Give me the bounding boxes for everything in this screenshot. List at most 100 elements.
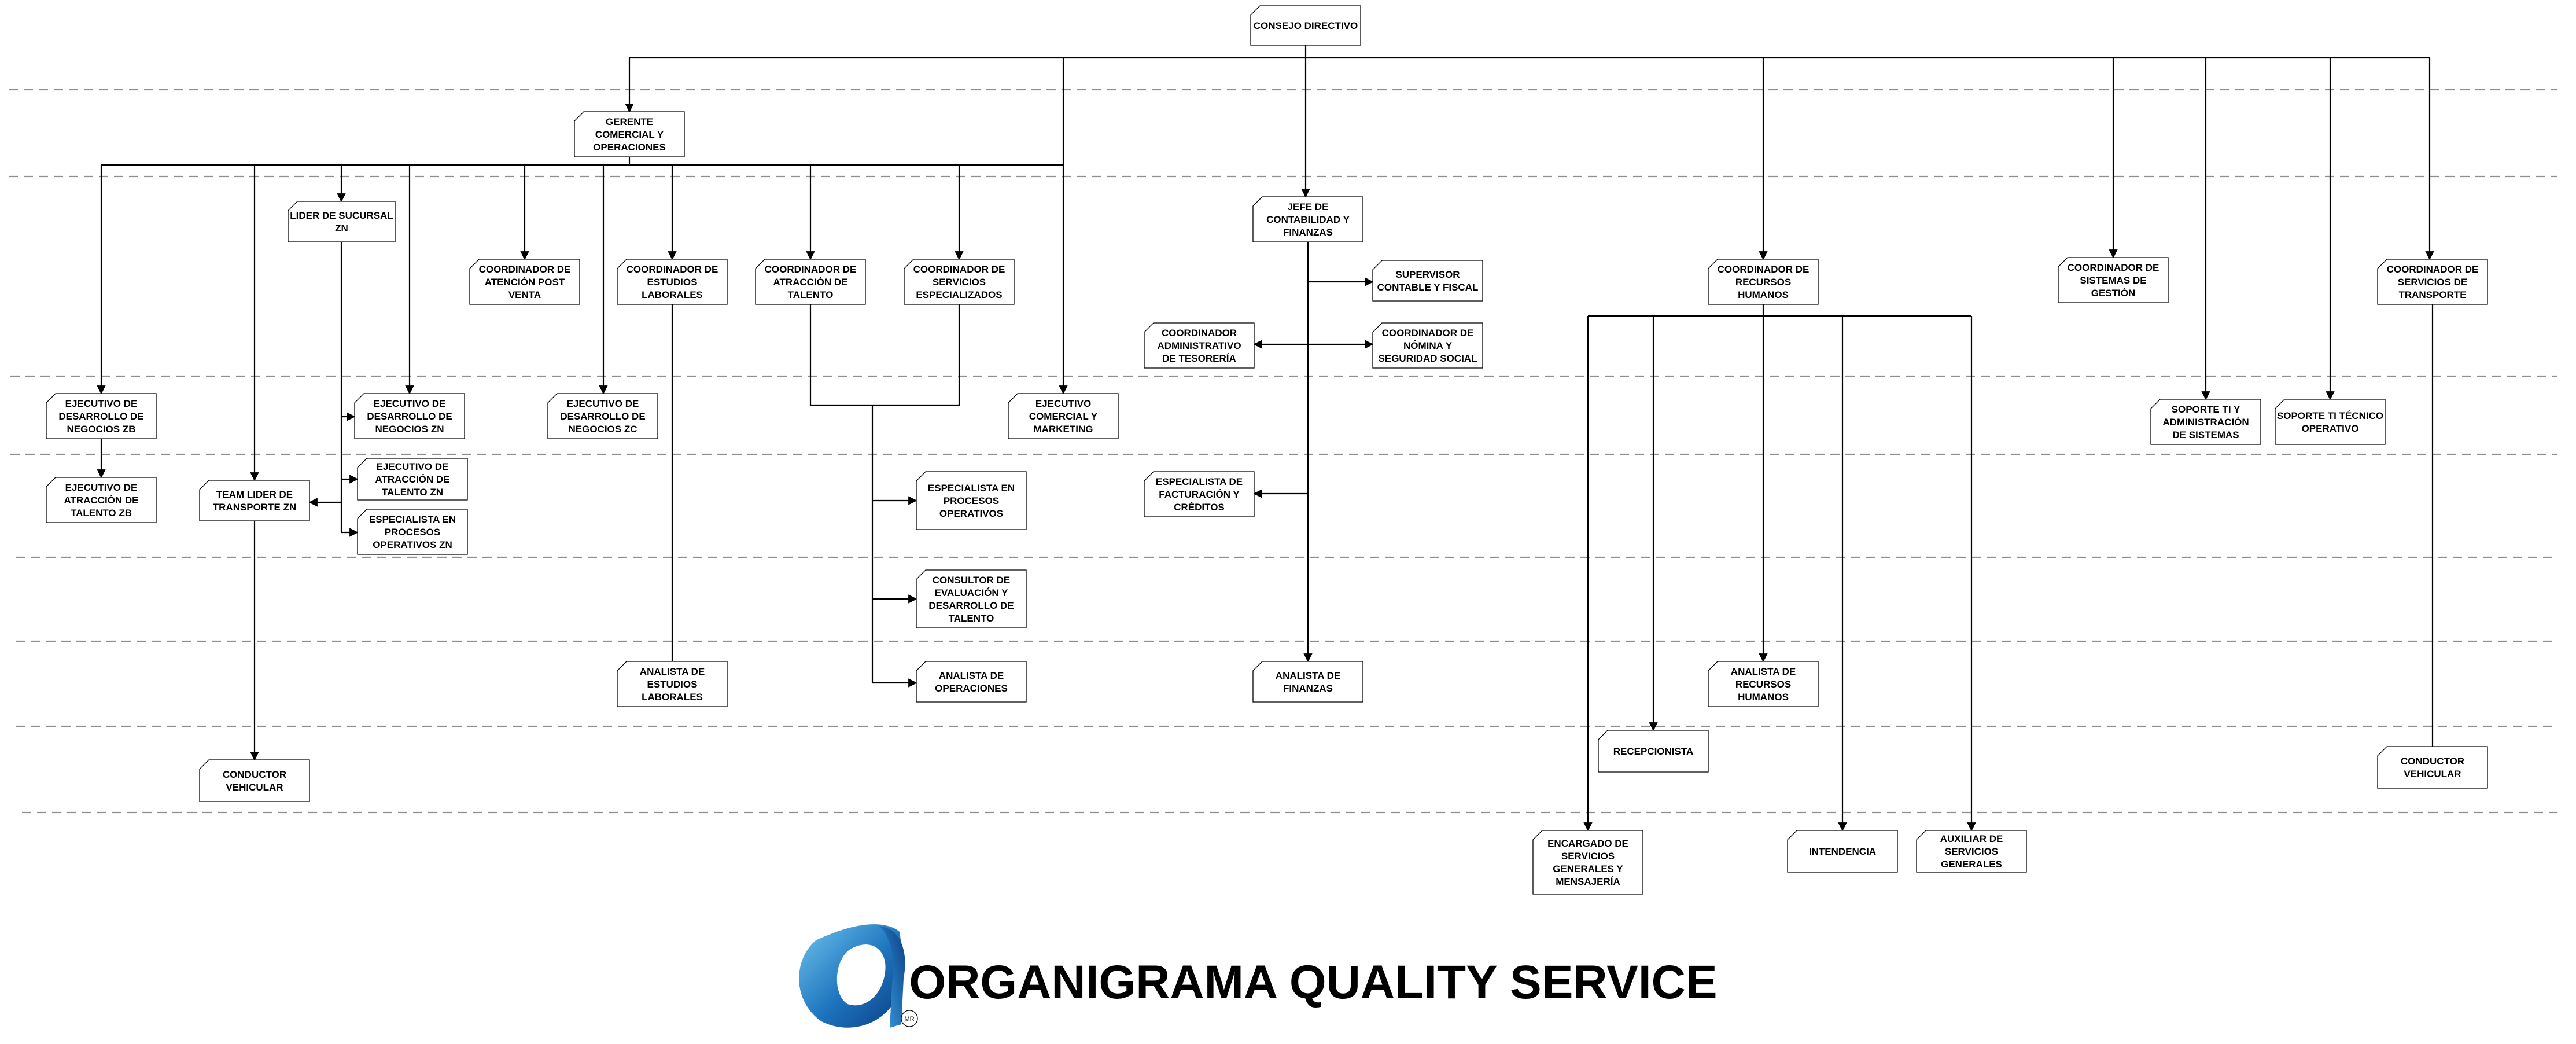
connectors (97, 45, 2434, 832)
node-label: ENCARGADO DE (1547, 838, 1628, 849)
node-label: GENERALES Y (1553, 863, 1623, 874)
node-box (288, 201, 396, 242)
node-label: COORDINADOR DE (2068, 262, 2159, 273)
node-label: HUMANOS (1738, 692, 1789, 703)
node-label: ANALISTA DE (640, 666, 705, 677)
node-label: SERVICIOS (1561, 851, 1615, 862)
node-box (1598, 730, 1709, 773)
node-label: NEGOCIOS ZN (375, 424, 444, 435)
node-label: FINANZAS (1283, 683, 1333, 694)
node-label: SERVICIOS DE (2398, 277, 2468, 288)
node-label: ANALISTA DE (1276, 670, 1340, 681)
node-label: SEGURIDAD SOCIAL (1379, 353, 1477, 364)
node-label: RECEPCIONISTA (1613, 746, 1694, 757)
node-label: OPERACIONES (935, 683, 1008, 694)
node-box (2377, 259, 2488, 305)
node-box (1708, 661, 1819, 707)
node-label: EJECUTIVO DE (377, 461, 449, 472)
node-box (1008, 393, 1119, 439)
node-box (916, 471, 1027, 530)
node-label: LABORALES (642, 692, 703, 703)
node-label: EVALUACIÓN Y (935, 587, 1009, 598)
node-label: SUPERVISOR (1395, 269, 1460, 280)
node-label: COORDINADOR DE (1382, 328, 1474, 339)
node-label: CONSEJO DIRECTIVO (1254, 20, 1358, 31)
registered-mark: MR (904, 1016, 914, 1023)
node-label: GESTIÓN (2091, 288, 2136, 299)
node-label: COORDINADOR (1162, 328, 1237, 339)
node-label: LIDER DE SUCURSAL (290, 210, 393, 221)
node-label: ATRACCIÓN DE (375, 474, 449, 485)
node-label: PROCESOS (944, 495, 999, 506)
node-label: CRÉDITOS (1174, 502, 1225, 513)
node-label: COMERCIAL Y (1029, 411, 1098, 422)
node-label: DESARROLLO DE (367, 411, 452, 422)
node-box (1916, 830, 2027, 873)
level-separators (9, 89, 2557, 814)
node-label: SERVICIOS (933, 277, 986, 288)
node-label: ANALISTA DE (939, 670, 1004, 681)
node-label: DE SISTEMAS (2172, 429, 2239, 440)
node-box (1144, 322, 1255, 369)
node-label: COORDINADOR DE (627, 264, 718, 275)
node-label: CONTABLE Y FISCAL (1377, 282, 1479, 293)
node-label: MARKETING (1034, 424, 1093, 435)
node-label: EJECUTIVO DE (65, 398, 138, 409)
node-label: ZN (335, 223, 348, 234)
node-label: ATRACCIÓN DE (64, 495, 138, 506)
node-intend: INTENDENCIA (1787, 830, 1898, 873)
node-recep: RECEPCIONISTA (1598, 730, 1709, 773)
node-box (2377, 746, 2488, 789)
node-label: OPERATIVOS (939, 508, 1003, 519)
node-ej-des-zn: EJECUTIVO DE DESARROLLO DE NEGOCIOS ZN (354, 393, 465, 439)
node-box (916, 661, 1027, 703)
node-label: INTENDENCIA (1809, 846, 1876, 857)
node-label: ANALISTA DE (1731, 666, 1796, 677)
node-label: ADMINISTRATIVO (1157, 340, 1241, 351)
node-label: HUMANOS (1738, 289, 1789, 300)
node-box (1787, 830, 1898, 873)
node-label: COORDINADOR DE (913, 264, 1005, 275)
node-label: COMERCIAL Y (595, 129, 664, 140)
chart-title: ORGANIGRAMA QUALITY SERVICE (909, 956, 1717, 1009)
node-label: EJECUTIVO DE (374, 398, 446, 409)
node-label: DE TESORERÍA (1162, 353, 1236, 364)
node-label: EJECUTIVO DE (65, 482, 138, 493)
node-label: ESTUDIOS (647, 277, 698, 288)
node-label: OPERATIVO (2302, 423, 2359, 434)
node-box (1252, 661, 1363, 703)
node-box (354, 393, 465, 439)
node-box (199, 480, 310, 521)
node-label: SOPORTE TI TÉCNICO (2277, 410, 2383, 421)
node-box (46, 393, 157, 439)
node-label: JEFE DE (1288, 201, 1329, 212)
node-sop-ti-tec: SOPORTE TI TÉCNICO OPERATIVO (2275, 399, 2386, 445)
node-label: COORDINADOR DE (765, 264, 857, 275)
node-label: ESPECIALISTA EN (369, 514, 456, 525)
node-box (1532, 830, 1643, 895)
node-box (547, 393, 658, 439)
node-label: TEAM LIDER DE (216, 489, 293, 500)
node-label: CONTABILIDAD Y (1266, 214, 1350, 225)
node-label: OPERATIVOS ZN (373, 539, 452, 550)
node-sup-cont: SUPERVISOR CONTABLE Y FISCAL (1372, 260, 1483, 302)
